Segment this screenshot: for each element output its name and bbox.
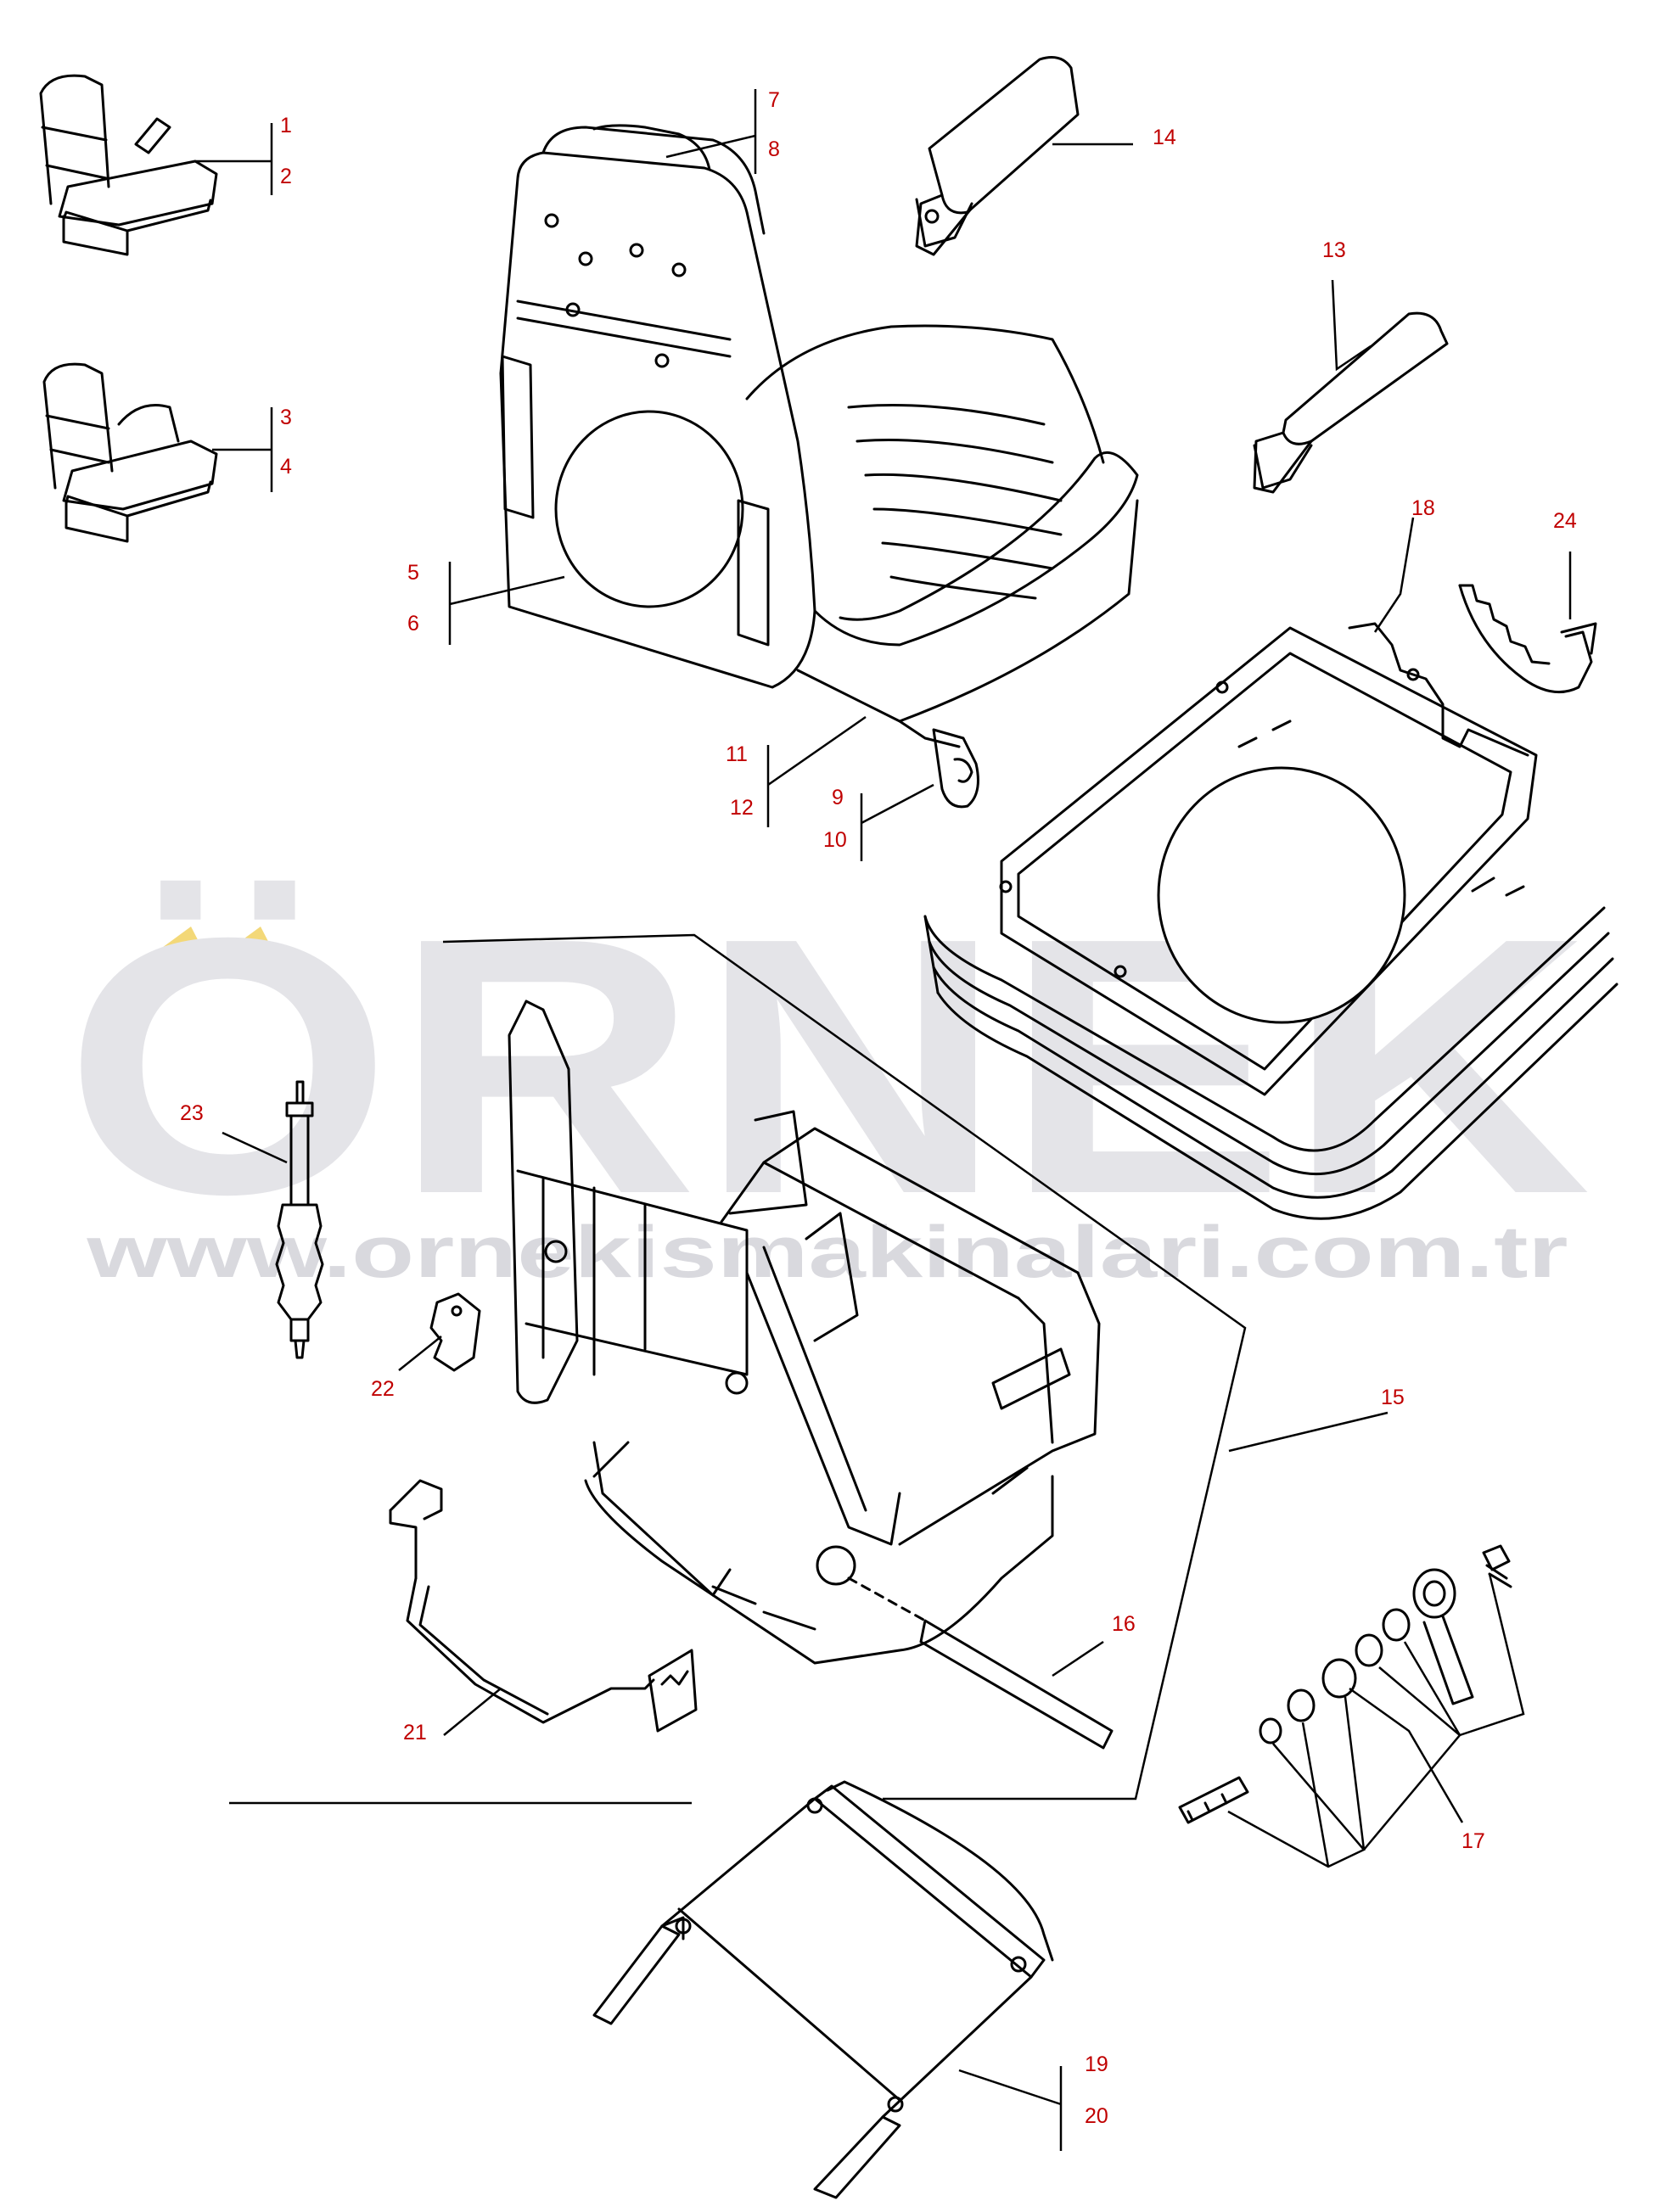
callout-5: 5 — [407, 561, 419, 585]
watermark-accent-right — [222, 927, 275, 955]
scissor-suspension — [508, 1000, 1114, 1750]
armrest-right — [1253, 311, 1449, 494]
mounting-clip — [429, 1292, 481, 1372]
callout-20: 20 — [1085, 2104, 1108, 2128]
hardware-kit — [1178, 1544, 1512, 1824]
callout-1: 1 — [280, 114, 292, 137]
armrest-left — [915, 56, 1080, 256]
callout-7: 7 — [768, 88, 780, 112]
callout-13: 13 — [1322, 238, 1346, 262]
callout-18: 18 — [1411, 496, 1435, 520]
seat-variant-thumbnail-1 — [39, 74, 218, 256]
watermark-accent-left — [153, 927, 205, 955]
callout-22: 22 — [371, 1377, 395, 1401]
callout-14: 14 — [1153, 126, 1176, 149]
callout-8: 8 — [768, 137, 780, 161]
slide-rail-assembly — [592, 1780, 1054, 2199]
callout-2: 2 — [280, 165, 292, 188]
callout-21: 21 — [403, 1721, 427, 1744]
callout-16: 16 — [1112, 1612, 1136, 1636]
callout-9: 9 — [832, 786, 844, 809]
assembly-outline-15 — [229, 933, 1247, 1805]
callout-3: 3 — [280, 406, 292, 429]
callout-11: 11 — [726, 742, 748, 766]
watermark-url: www.ornekismakinalari.com.tr — [86, 1212, 1568, 1293]
adjustment-lever — [389, 1479, 698, 1733]
bumper-strip — [1458, 584, 1597, 694]
callout-24: 24 — [1553, 509, 1577, 533]
callout-4: 4 — [280, 455, 292, 479]
seat-assembly — [499, 124, 1139, 809]
seat-variant-thumbnail-2 — [42, 362, 218, 543]
callout-12: 12 — [730, 796, 754, 820]
callout-23: 23 — [180, 1101, 204, 1125]
leader-lines — [195, 89, 1572, 2151]
callout-19: 19 — [1085, 2052, 1108, 2076]
shock-absorber — [275, 1080, 324, 1359]
callout-15: 15 — [1381, 1386, 1405, 1409]
callout-labels: 1 2 3 4 5 6 7 8 9 10 11 12 13 14 15 16 1… — [180, 88, 1577, 2128]
suspension-frame — [923, 622, 1619, 1220]
callout-17: 17 — [1461, 1829, 1485, 1853]
callout-6: 6 — [407, 612, 419, 636]
callout-10: 10 — [823, 828, 847, 852]
